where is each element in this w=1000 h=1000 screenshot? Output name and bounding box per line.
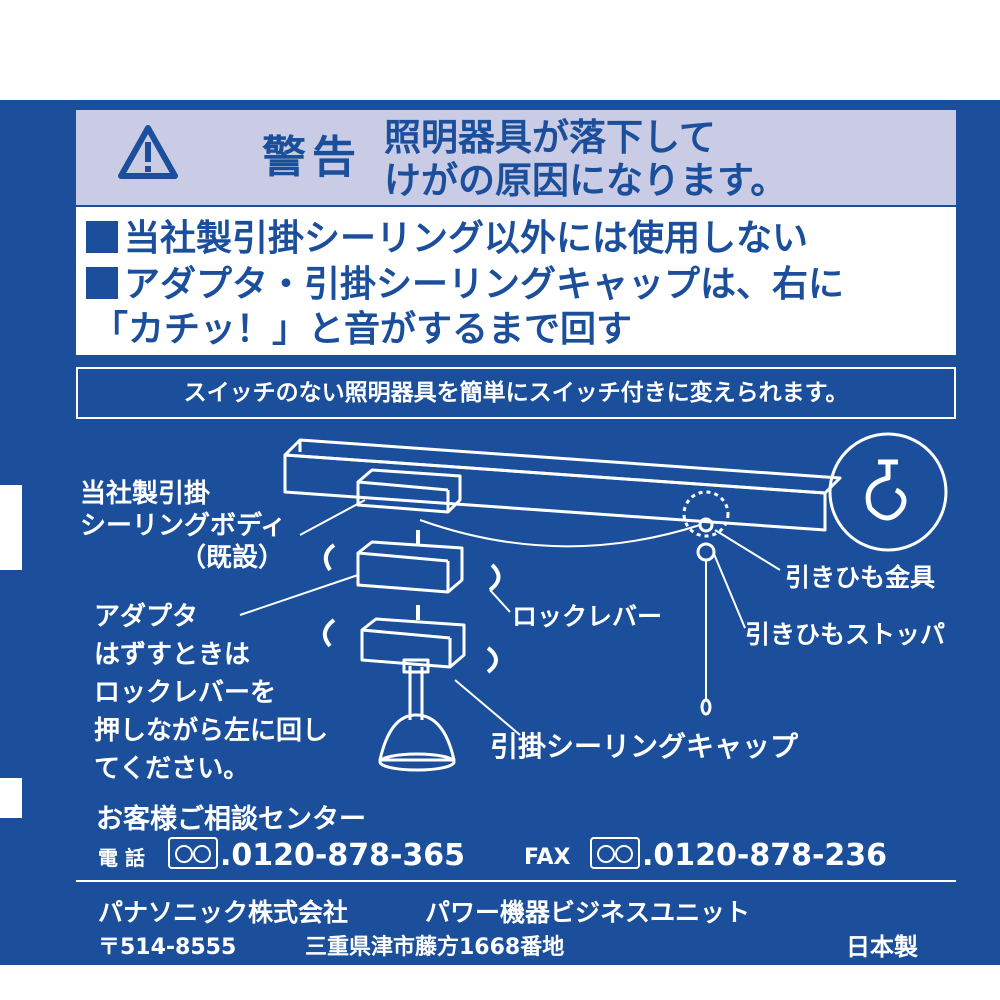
pull-fitting-label: 引きひも金具 <box>785 563 936 592</box>
body-label-line-3: （既設） <box>180 543 285 573</box>
adapter-note-line-4: てください。 <box>94 754 250 784</box>
adapter-note-line-1: はずすときは <box>94 640 251 670</box>
body-label-line-1: 当社製引掛 <box>80 479 211 509</box>
lock-lever-label: ロックレバー <box>512 602 663 631</box>
warning-line-2: けがの原因になります。 <box>384 159 788 202</box>
pull-stopper-label: 引きひもストッパ <box>745 620 946 649</box>
rule-2: アダプタ・引掛シーリングキャップは、右に <box>86 263 844 307</box>
adapter-label: アダプタ <box>94 602 199 632</box>
rules-box <box>76 207 956 355</box>
contact-title: お客様ご相談センター <box>96 804 366 835</box>
adapter-label-block: アダプタ はずすときは ロックレバーを 押しながら左に回し てください。 <box>94 598 328 788</box>
rule-3-text: 「カチッ！」と音がするまで回す <box>92 309 633 350</box>
fax-number: .0120-878-236 <box>590 836 887 876</box>
adapter-note-line-2: ロックレバーを <box>94 678 277 708</box>
bullet-square-icon <box>86 267 118 299</box>
free-dial-icon <box>590 837 640 869</box>
lamp-shade <box>378 713 456 762</box>
panel-notch-upper <box>0 485 22 570</box>
adapter-note-line-3: 押しながら左に回し <box>94 716 329 746</box>
made-in-japan: 日本製 <box>846 933 918 961</box>
beam-front <box>283 453 827 532</box>
panel-notch-lower <box>0 778 22 818</box>
warning-box <box>76 110 956 205</box>
postal-code: 〒514-8555 <box>98 935 237 960</box>
adapter-shape <box>356 540 464 594</box>
tel-number-text: .0120-878-365 <box>220 838 466 873</box>
tel-number: .0120-878-365 <box>168 836 465 876</box>
body-label: 当社製引掛 シーリングボディ （既設） <box>80 478 286 574</box>
free-dial-icon <box>168 837 218 869</box>
warning-text: 照明器具が落下して けがの原因になります。 <box>384 116 787 202</box>
beam-top <box>283 438 842 495</box>
cap-label: 引掛シーリングキャップ <box>490 730 799 763</box>
fax-label: FAX <box>524 845 571 870</box>
body-label-line-2: シーリングボディ <box>80 511 287 541</box>
rule-3: 「カチッ！」と音がするまで回す <box>92 308 632 352</box>
footer-divider <box>76 880 956 882</box>
company-address: 三重県津市藤方1668番地 <box>305 935 565 960</box>
rule-1: 当社製引掛シーリング以外には使用しない <box>86 217 808 261</box>
warning-triangle-icon <box>118 125 178 179</box>
tel-label: 電 話 <box>98 846 145 870</box>
rule-2-text: アダプタ・引掛シーリングキャップは、右に <box>124 264 845 305</box>
rule-1-text: 当社製引掛シーリング以外には使用しない <box>124 218 809 259</box>
feature-banner: スイッチのない照明器具を簡単にスイッチ付きに変えられます。 <box>76 367 956 419</box>
fax-number-text: .0120-878-236 <box>642 838 888 873</box>
company-name: パナソニック株式会社 <box>98 898 349 927</box>
installation-diagram <box>239 432 948 772</box>
cap-shape <box>360 617 466 669</box>
warning-label: 警告 <box>262 132 362 183</box>
warning-line-1: 照明器具が落下して <box>384 116 716 159</box>
company-unit: パワー機器ビジネスユニット <box>425 898 751 927</box>
bullet-square-icon <box>86 221 118 253</box>
ceiling-body-shape <box>356 468 462 514</box>
